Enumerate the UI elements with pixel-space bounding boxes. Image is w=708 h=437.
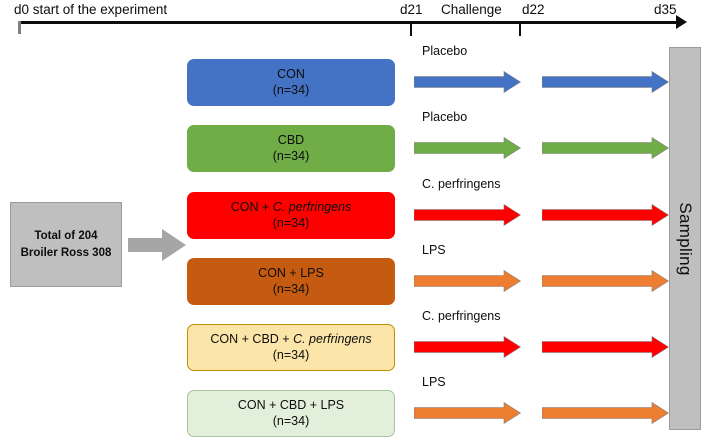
treatment-arrow-pre-5 [413,401,522,429]
sampling-label: Sampling [676,201,695,276]
treatment-label-4: C. perfringens [422,309,501,323]
group-box-5: CON + CBD + LPS(n=34) [187,390,395,437]
treatment-arrow-post-5 [541,401,670,429]
treatment-label-1: Placebo [422,110,468,124]
treatment-label-5: LPS [422,375,446,389]
treatment-arrow-post-2 [541,203,670,231]
group-count-3: (n=34) [272,281,310,296]
arrow-icon-post-3 [541,269,670,293]
group-name-plain-1: CBD [277,132,305,147]
group-name-plain-0: CON [277,66,305,81]
group-count-2: (n=34) [272,215,310,230]
treatment-arrow-pre-2 [413,203,522,231]
group-box-0: CON(n=34) [187,59,395,106]
arrow-icon-pre-4 [413,335,522,359]
group-count-1: (n=34) [272,148,310,163]
arrow-icon-pre-5 [413,401,522,425]
treatment-arrow-pre-1 [413,136,522,164]
group-box-3: CON + LPS(n=34) [187,258,395,305]
group-box-4: CON + CBD + C. perfringens(n=34) [187,324,395,371]
group-name-5: CON + CBD + LPS [238,398,344,414]
group-name-4: CON + CBD + C. perfringens [210,332,371,348]
treatment-arrow-pre-0 [413,70,522,98]
timeline-label-2: Challenge [441,2,502,17]
timeline-arrowhead-icon [676,15,687,29]
group-name-3: CON + LPS [258,266,324,282]
timeline-tick-d0 [18,21,21,34]
group-name-plain-5: CON + CBD + LPS [237,397,345,412]
treatment-arrow-post-3 [541,269,670,297]
treatment-label-2: C. perfringens [422,177,501,191]
treatment-arrow-pre-3 [413,269,522,297]
arrow-icon-pre-2 [413,203,522,227]
treatment-arrow-post-4 [541,335,670,363]
treatment-arrow-pre-4 [413,335,522,363]
source-to-groups-arrow-icon [128,229,186,261]
source-line-1: Total of 204 [34,229,98,242]
group-name-0: CON [277,67,305,83]
group-box-1: CBD(n=34) [187,125,395,172]
timeline-tick-d21 [410,24,412,36]
timeline-label-1: d21 [400,2,423,17]
group-name-species-2: C. perfringens [272,199,352,214]
arrow-icon-pre-1 [413,136,522,160]
timeline-label-4: d35 [654,2,677,17]
group-name-species-4: C. perfringens [293,331,372,346]
arrow-icon-post-5 [541,401,670,425]
arrow-icon-post-2 [541,203,670,227]
arrow-icon-post-0 [541,70,670,94]
group-name-plain-2: CON + [230,199,273,214]
group-count-5: (n=34) [272,413,310,428]
timeline-label-0: d0 start of the experiment [14,2,168,17]
arrow-icon-post-4 [541,335,670,359]
arrow-icon-pre-3 [413,269,522,293]
treatment-arrow-post-1 [541,136,670,164]
timeline-label-3: d22 [522,2,545,17]
treatment-arrow-post-0 [541,70,670,98]
arrow-icon-post-1 [541,136,670,160]
arrow-icon-pre-0 [413,70,522,94]
group-name-2: CON + C. perfringens [231,200,352,216]
source-line-2: Broiler Ross 308 [20,246,112,259]
group-name-plain-4: CON + CBD + [210,331,294,346]
group-name-1: CBD [278,133,304,149]
source-population-box: Total of 204 Broiler Ross 308 [10,202,122,287]
group-box-2: CON + C. perfringens(n=34) [187,192,395,239]
timeline-tick-d22 [519,24,521,36]
group-name-plain-3: CON + LPS [258,265,324,280]
treatment-label-0: Placebo [422,44,468,58]
group-count-0: (n=34) [272,82,310,97]
group-count-4: (n=34) [272,347,310,362]
treatment-label-3: LPS [422,243,446,257]
sampling-bar: Sampling [669,47,701,430]
timeline-axis-line [18,21,681,24]
